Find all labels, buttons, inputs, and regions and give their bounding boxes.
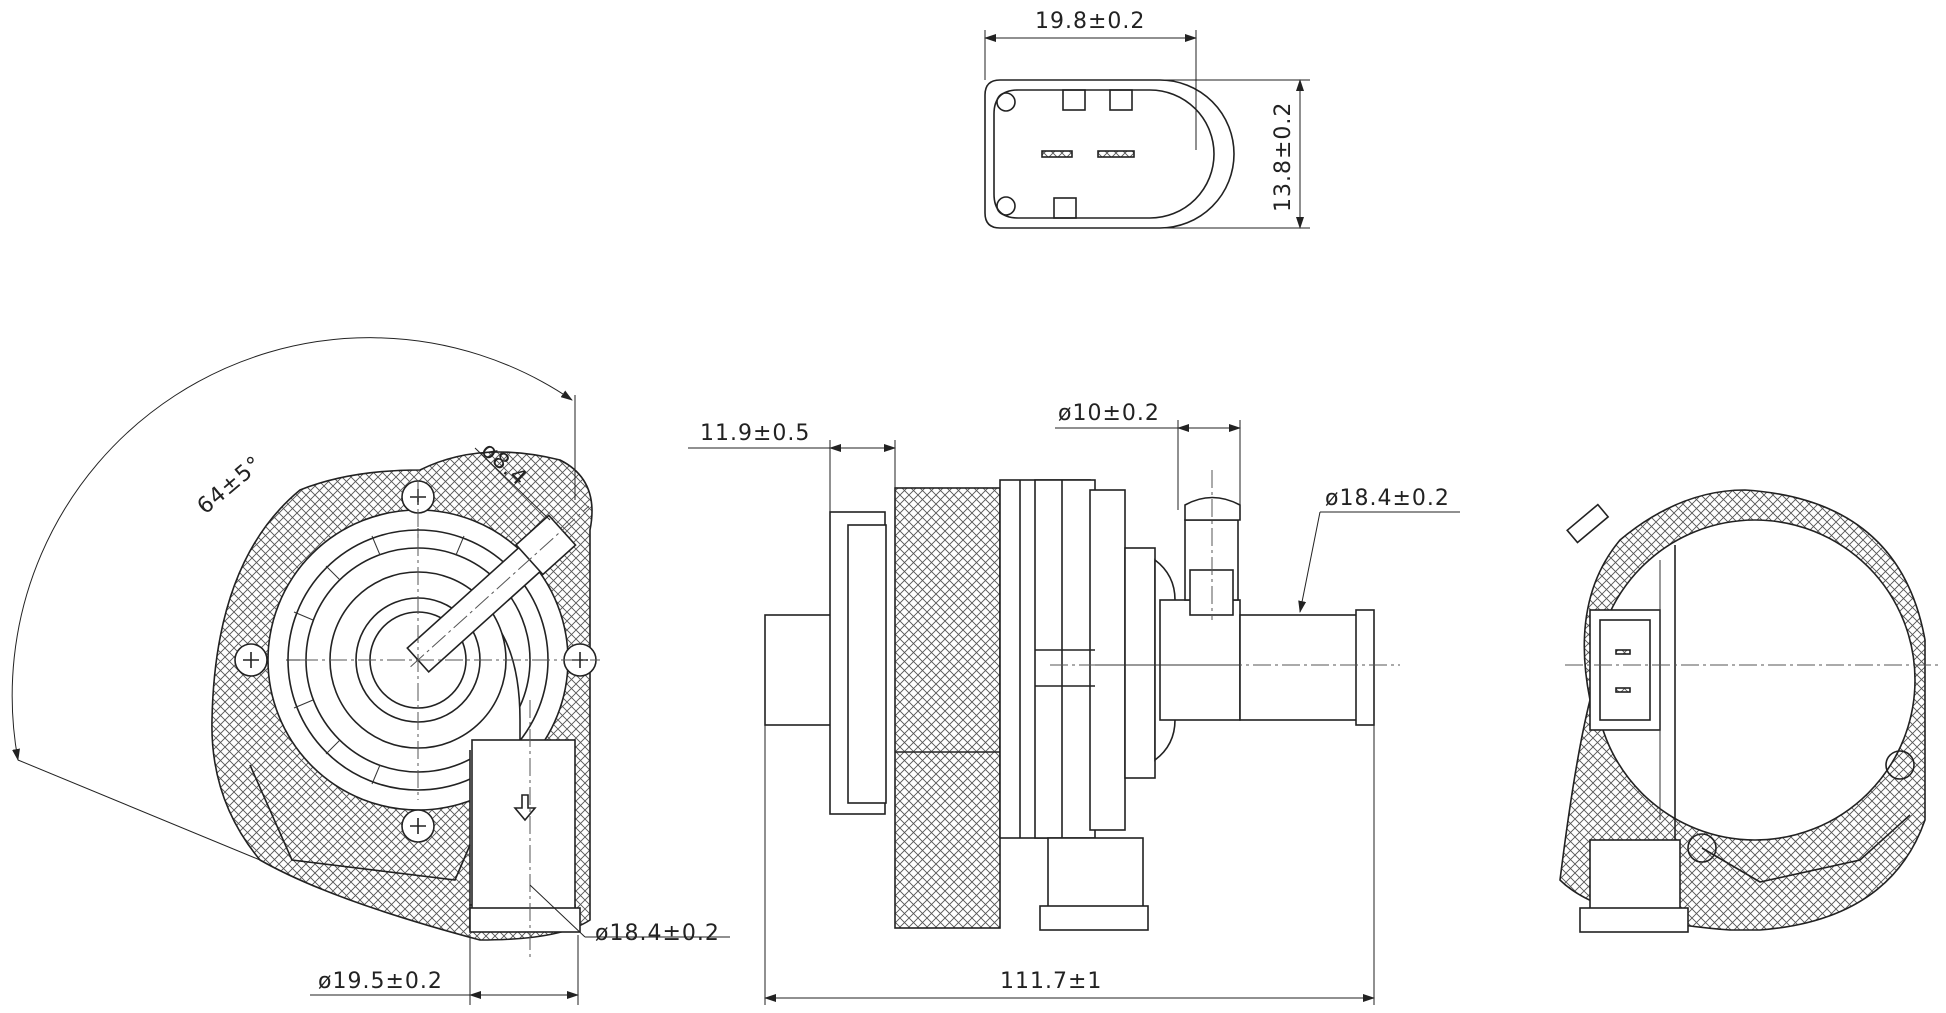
overall-length-dim: 111.7±1 — [1000, 969, 1102, 994]
connector-height-dim: 13.8±0.2 — [1271, 102, 1296, 212]
outlet-dia-left-dim: ø18.4±0.2 — [595, 921, 720, 946]
small-port-dia-dim: ø10±0.2 — [1058, 401, 1160, 426]
flange-thickness-dim: 11.9±0.5 — [700, 421, 810, 446]
side-view: 11.9±0.5 ø10±0.2 ø18.4±0.2 111.7±1 — [688, 401, 1460, 1005]
connector-width-dim: 19.8±0.2 — [1035, 9, 1145, 34]
outlet-dia-side-dim: ø18.4±0.2 — [1325, 486, 1450, 511]
connector-view: 19.8±0.2 13.8±0.2 — [984, 9, 1310, 229]
angle-dim: 64±5° — [193, 451, 268, 519]
outlet-outer-dia-dim: ø19.5±0.2 — [318, 969, 443, 994]
front-view: 64±5° ø8.4 ø18.4±0.2 ø19.5±0.2 — [11, 337, 730, 1005]
rear-view — [1559, 489, 1940, 933]
